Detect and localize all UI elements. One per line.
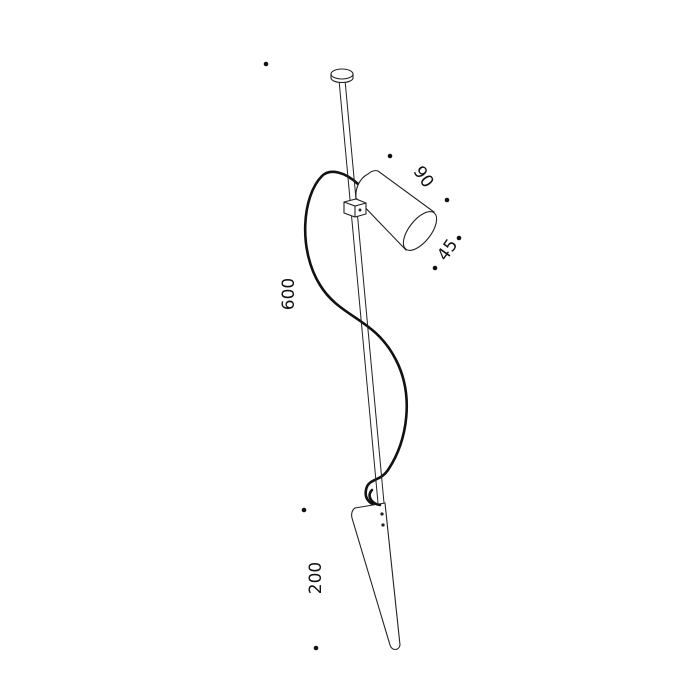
marker-dot-bottom	[313, 645, 319, 651]
marker-dot-head-4	[432, 265, 438, 271]
dimension-markers	[263, 61, 462, 651]
power-cable	[303, 170, 408, 507]
marker-dot-top	[263, 61, 269, 67]
marker-dot-head-3	[456, 235, 462, 241]
dimension-label-600: 600	[279, 278, 299, 310]
clamp-block	[343, 198, 367, 218]
pole	[338, 79, 385, 504]
marker-dot-head-2	[444, 197, 450, 203]
ground-spike	[351, 502, 401, 651]
cable-entry	[368, 488, 382, 507]
marker-dot-spike-top	[301, 507, 307, 513]
dimension-label-90: 90	[409, 163, 438, 192]
spotlight-head	[355, 170, 438, 251]
dimension-label-200: 200	[306, 562, 326, 594]
top-cap	[330, 68, 354, 84]
marker-dot-head-1	[387, 153, 393, 159]
